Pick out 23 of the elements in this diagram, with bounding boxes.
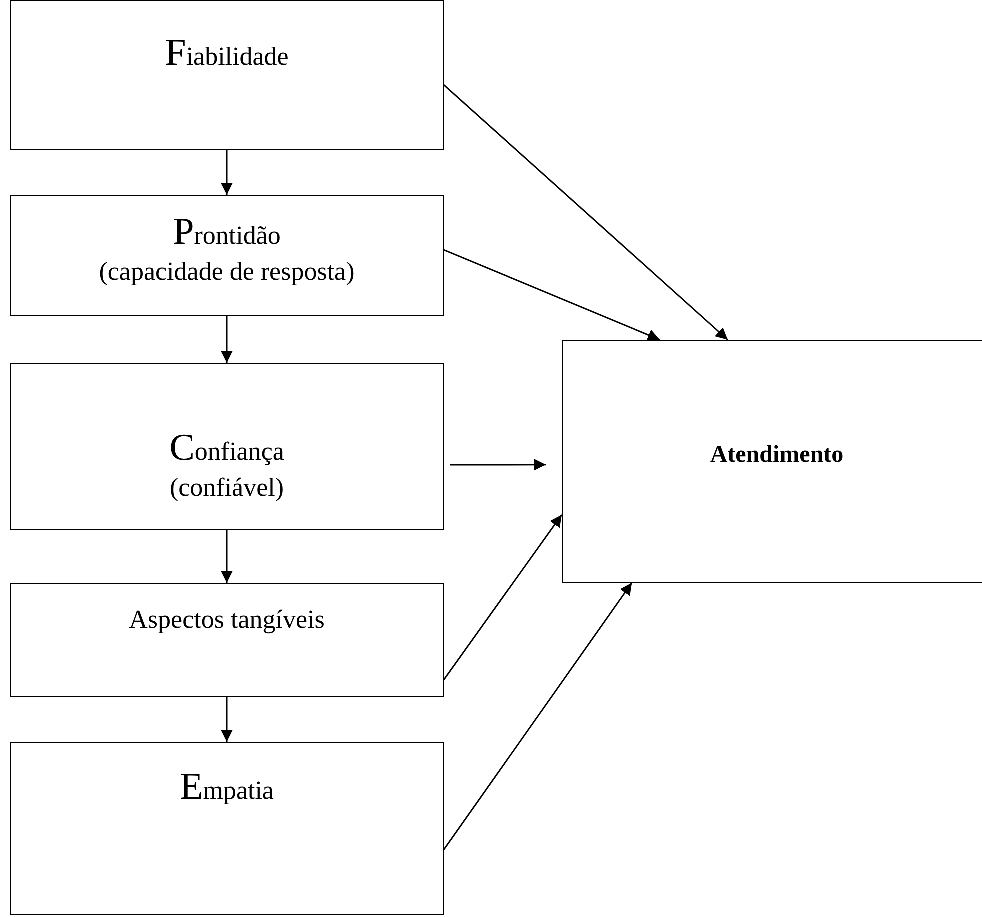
box-title: Atendimento — [709, 441, 845, 470]
arrow — [450, 458, 546, 471]
process-box — [10, 363, 444, 530]
process-box — [562, 340, 982, 583]
arrow — [221, 530, 233, 583]
process-box — [10, 583, 444, 697]
arrow — [221, 697, 233, 742]
arrow — [443, 582, 633, 850]
arrow — [221, 150, 233, 195]
process-box — [10, 195, 444, 316]
arrow — [221, 316, 233, 363]
box-title: Fiabilidade — [164, 31, 290, 76]
box-subtitle: (capacidade de resposta) — [98, 256, 356, 287]
arrow — [443, 514, 563, 680]
box-title: Confiança — [168, 426, 286, 471]
box-title: Empatia — [179, 765, 275, 810]
box-subtitle: (confiável) — [168, 472, 286, 503]
process-box — [10, 0, 444, 150]
box-title: Aspectos tangíveis — [128, 604, 326, 636]
process-box — [10, 742, 444, 915]
box-title: Prontidão — [172, 210, 282, 255]
arrow — [444, 84, 728, 341]
arrow — [444, 249, 660, 341]
